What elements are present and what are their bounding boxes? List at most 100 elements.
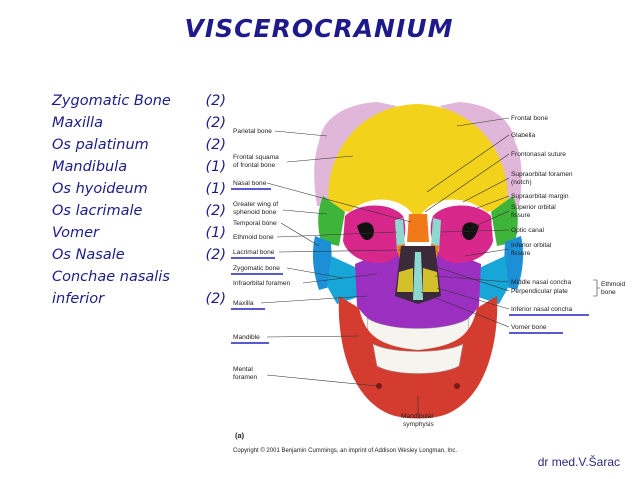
label-temporal-bone: Temporal bone (233, 220, 277, 227)
page-title: VISCEROCRANIUM (184, 14, 454, 43)
label-frontal-bone: Frontal bone (511, 115, 548, 122)
leader-line (274, 130, 328, 137)
bone-name: Os lacrimale (52, 203, 143, 219)
leader-line (276, 231, 398, 238)
leader-line (476, 195, 510, 209)
leader-line (440, 229, 510, 233)
author-credit: dr med.V.Šarac (537, 455, 620, 469)
label-nasal-bone: Nasal bone (233, 180, 267, 187)
panel-label: (a) (235, 431, 245, 440)
bone-count: (2) (205, 137, 226, 153)
bone-name: inferior (52, 291, 105, 307)
leader-line (260, 295, 368, 304)
label-vomer-bone: Vomer bone (511, 324, 547, 331)
label-glabella: Glabella (511, 132, 536, 139)
bone-list: Zygomatic Bone (2) Maxilla (2) Os palatinu… (52, 90, 230, 310)
bone-count: (2) (205, 115, 226, 131)
bone-name: Zygomatic Bone (52, 93, 171, 109)
mental-foramen-shape (376, 383, 382, 389)
leader-line (266, 335, 360, 338)
label-inferior-orbital-fissure-2: fissure (511, 250, 531, 257)
orbit-fissure-shape (357, 222, 374, 241)
label-ethmoid-bracket-2: bone (601, 289, 616, 296)
label-maxilla: Maxilla (233, 300, 254, 307)
zygomatic-bone-shape (475, 256, 509, 304)
list-item: Zygomatic Bone (2) (52, 90, 230, 112)
leader-line (266, 182, 412, 223)
skull-figure: Parietal bone Frontal squama of frontal … (227, 96, 634, 462)
leader-line (302, 273, 378, 284)
list-item: Vomer(1) (52, 222, 230, 244)
bone-count: (1) (205, 159, 226, 175)
label-optic-canal: Optic canal (511, 227, 545, 234)
leader-line (280, 222, 320, 247)
mental-foramen-shape (454, 383, 460, 389)
list-item: Os Nasale (2) (52, 244, 230, 266)
nasal-bone-shape (407, 214, 429, 242)
frontal-bone-shape (328, 104, 508, 218)
label-ethmoid-bone: Ethmoid bone (233, 234, 274, 241)
nasal-concha-shape (423, 268, 439, 292)
label-parietal-bone: Parietal bone (233, 128, 272, 135)
figure-copyright: Copyright © 2001 Benjamin Cummings, an i… (233, 447, 457, 454)
vomer-bone-shape (413, 252, 423, 300)
list-item: Mandibula (1) (52, 156, 230, 178)
label-inferior-nasal-concha: Inferior nasal concha (511, 306, 573, 313)
label-inferior-orbital-fissure: Inferior orbital (511, 242, 552, 249)
label-superior-orbital-fissure: Superior orbital (511, 204, 556, 211)
list-item: Os palatinum (2) (52, 134, 230, 156)
ethmoid-bone-shape (395, 218, 405, 252)
label-mental-foramen: Mental (233, 366, 253, 373)
zygomatic-bone-shape (327, 256, 361, 304)
label-mandible: Mandible (233, 334, 260, 341)
leader-line (420, 261, 510, 292)
label-frontal-squama-2: of frontal bone (233, 162, 275, 169)
bone-count: (2) (205, 291, 226, 307)
bone-count: (2) (205, 247, 226, 263)
label-perpendicular-plate: Perpendicular plate (511, 288, 568, 295)
label-frontal-squama: Frontal squama (233, 154, 279, 161)
bone-count: (1) (205, 181, 226, 197)
sphenoid-bone-shape (318, 196, 345, 246)
leader-line (426, 134, 510, 193)
bone-name: Os palatinum (52, 137, 149, 153)
label-mandibular-symphysis-2: symphysis (403, 421, 434, 428)
leader-line (420, 291, 510, 328)
leader-line (278, 249, 402, 253)
bone-count: (2) (205, 203, 226, 219)
label-mandibular-symphysis: Mandibular (401, 413, 434, 420)
leader-line (424, 153, 510, 213)
leader-line (470, 210, 510, 229)
label-superior-orbital-fissure-2: fissure (511, 212, 531, 219)
ethmoid-bracket (593, 279, 600, 297)
label-supraorbital-foramen: Supraorbital foramen (511, 171, 573, 178)
leader-line (462, 177, 510, 203)
leader-line (464, 248, 510, 257)
leader-line (456, 117, 510, 127)
bone-count: (1) (205, 225, 226, 241)
leader-line (436, 287, 510, 310)
temporal-bone-shape (312, 236, 333, 290)
label-infraorbital-foramen: Infraorbital foramen (233, 280, 291, 287)
leader-line (286, 155, 354, 163)
label-lacrimal-bone: Lacrimal bone (233, 249, 275, 256)
ethmoid-bone-shape (431, 218, 441, 252)
label-supraorbital-margin: Supraorbital margin (511, 193, 569, 200)
orbit-right-shape (430, 205, 493, 263)
label-mental-foramen-2: foramen (233, 374, 258, 381)
lower-teeth-shape (372, 343, 464, 374)
bone-name: Os Nasale (52, 247, 125, 263)
parietal-bone-shape (314, 102, 397, 206)
list-item: inferior (2) (52, 288, 230, 310)
bone-name: Maxilla (52, 115, 103, 131)
skull-illustration: Parietal bone Frontal squama of frontal … (231, 102, 626, 454)
leader-line (286, 267, 344, 279)
label-frontonasal-suture: Frontonasal suture (511, 151, 566, 158)
orbit-left-shape (343, 205, 406, 263)
label-supraorbital-foramen-2: (notch) (511, 179, 532, 186)
list-item: Maxilla (2) (52, 112, 230, 134)
bone-name: Mandibula (52, 159, 128, 175)
bone-count: (2) (205, 93, 226, 109)
label-zygomatic-bone: Zygomatic bone (233, 265, 280, 272)
nasal-concha-shape (397, 268, 413, 292)
